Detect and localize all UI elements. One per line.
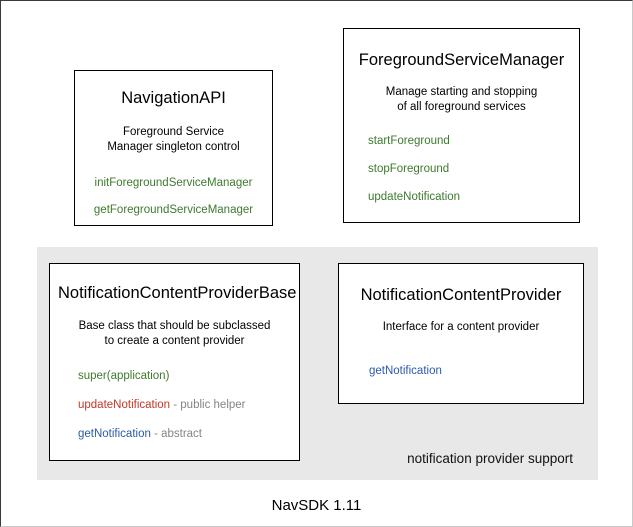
class-member: getForegroundServiceManager bbox=[94, 204, 253, 218]
class-description-line: Interface for a content provider bbox=[382, 320, 540, 333]
class-title-notification-content-provider: NotificationContentProvider bbox=[360, 286, 562, 304]
class-description-line: Base class that should be subclassed bbox=[78, 319, 271, 332]
member-list-notification-content-provider: getNotification bbox=[349, 365, 573, 379]
member-name: getNotification bbox=[78, 427, 151, 440]
class-description-line: to create a content provider bbox=[104, 335, 245, 348]
class-member: getNotification - abstract bbox=[78, 428, 291, 442]
class-description-line: Manage starting and stopping bbox=[385, 85, 538, 98]
class-member: initForegroundServiceManager bbox=[95, 177, 253, 191]
member-note: - public helper bbox=[170, 398, 246, 411]
class-description-navigation-api: Foreground Service Manager singleton con… bbox=[85, 125, 262, 156]
class-member: updateNotification - public helper bbox=[78, 399, 291, 413]
class-description-line: Manager singleton control bbox=[107, 141, 240, 154]
group-panel-label: notification provider support bbox=[407, 451, 573, 466]
class-description-notification-content-provider: Interface for a content provider bbox=[349, 320, 573, 336]
class-member: super(application) bbox=[78, 370, 291, 384]
class-description-foreground-service-manager: Manage starting and stopping of all fore… bbox=[358, 85, 565, 116]
class-description-notification-content-provider-base: Base class that should be subclassed to … bbox=[58, 319, 291, 350]
class-title-notification-content-provider-base: NotificationContentProviderBase bbox=[58, 284, 297, 302]
class-member: getNotification bbox=[369, 365, 573, 379]
footer-caption: NavSDK 1.11 bbox=[271, 497, 362, 514]
class-box-foreground-service-manager: ForegroundServiceManager Manage starting… bbox=[343, 28, 580, 223]
class-member: stopForeground bbox=[368, 163, 565, 177]
member-name: getNotification bbox=[369, 365, 442, 378]
class-box-navigation-api: NavigationAPI Foreground Service Manager… bbox=[74, 70, 273, 226]
class-member: updateNotification bbox=[368, 191, 565, 205]
member-list-notification-content-provider-base: super(application) updateNotification - … bbox=[58, 370, 291, 456]
class-title-navigation-api: NavigationAPI bbox=[121, 89, 226, 107]
class-description-line: Foreground Service bbox=[123, 125, 224, 138]
class-member: startForeground bbox=[368, 135, 565, 149]
class-description-line: of all foreground services bbox=[397, 101, 526, 114]
class-title-foreground-service-manager: ForegroundServiceManager bbox=[358, 51, 565, 69]
member-name: getForegroundServiceManager bbox=[93, 203, 254, 216]
member-name: super(application) bbox=[78, 370, 170, 382]
class-box-notification-content-provider: NotificationContentProvider Interface fo… bbox=[338, 263, 584, 404]
member-note: - abstract bbox=[150, 427, 203, 440]
member-name: stopForeground bbox=[368, 162, 450, 175]
member-name: updateNotification bbox=[368, 190, 461, 203]
member-list-foreground-service-manager: startForeground stopForeground updateNot… bbox=[358, 135, 565, 218]
member-name: initForegroundServiceManager bbox=[94, 177, 253, 189]
member-name: updateNotification bbox=[78, 398, 171, 411]
class-box-notification-content-provider-base: NotificationContentProviderBase Base cla… bbox=[49, 263, 300, 461]
member-list-navigation-api: initForegroundServiceManager getForegrou… bbox=[85, 177, 262, 231]
member-name: startForeground bbox=[368, 135, 450, 147]
